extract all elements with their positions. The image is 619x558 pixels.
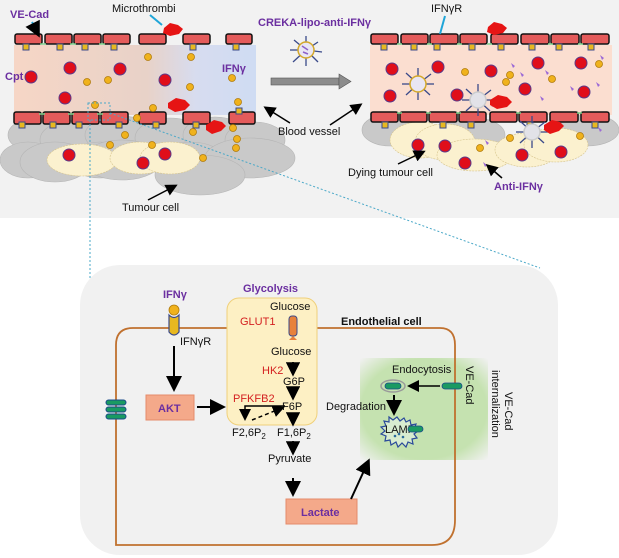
ve-cad-membrane-left (105, 399, 127, 420)
label-ve-cad-internalization-1: VE-Cad (502, 392, 514, 431)
vessel-before-treatment (0, 23, 296, 196)
label-g6p: G6P (283, 376, 305, 388)
ve-cad-membrane-right (441, 382, 463, 390)
endosome (380, 379, 406, 393)
lamp-lysosome (379, 415, 420, 449)
cpt-particles-left (24, 61, 172, 170)
label-degradation: Degradation (326, 401, 386, 413)
endothelial-cell-membrane (115, 327, 456, 546)
ifngr-receptor (168, 313, 180, 336)
zoom-callout-lines (87, 102, 541, 290)
liposome-icon (290, 36, 323, 66)
label-hk2: HK2 (262, 365, 283, 377)
ve-cad-junctions-left (39, 43, 105, 115)
glut1-transporter (288, 315, 298, 337)
label-f26p2: F2,6P2 (232, 427, 266, 441)
label-blood-vessel: Blood vessel (278, 126, 340, 138)
label-ifngr-top: IFNγR (431, 3, 462, 15)
label-dying-tumour-cell: Dying tumour cell (348, 167, 433, 179)
label-ifng-top: IFNγ (222, 63, 247, 75)
ifng-molecules-left (83, 53, 242, 162)
label-glut1: GLUT1 (240, 316, 275, 328)
lactate-box (285, 498, 358, 525)
liposomes-right (402, 68, 548, 148)
microthrombi-left (163, 23, 226, 134)
label-lactate: Lactate (301, 507, 340, 519)
bottom-panel: Glycolysis Glucose GLUT1 Glucose HK2 G6P… (80, 265, 558, 555)
ifng-ligand (168, 304, 180, 316)
label-creka-lipo: CREKA-lipo-anti-IFNγ (258, 17, 372, 29)
vessel-after-treatment (361, 22, 619, 172)
label-endothelial-cell: Endothelial cell (341, 316, 422, 328)
label-lamp: LAMP (385, 424, 415, 436)
label-anti-ifng: Anti-IFNγ (494, 181, 544, 193)
label-f6p: F6P (282, 401, 302, 413)
label-ve-cad-vertical: VE-Cad (463, 366, 475, 405)
label-pyruvate: Pyruvate (268, 453, 311, 465)
akt-box (145, 394, 195, 421)
label-glycolysis: Glycolysis (243, 283, 298, 295)
label-pfkfb2: PFKFB2 (233, 393, 275, 405)
label-akt: AKT (158, 403, 181, 415)
label-ve-cad-internalization-2: internalization (489, 370, 501, 438)
label-endocytosis: Endocytosis (392, 364, 452, 376)
label-microthrombi: Microthrombi (112, 3, 176, 15)
label-glucose-outside: Glucose (270, 301, 310, 313)
label-tumour-cell: Tumour cell (122, 202, 179, 214)
label-glucose-inside: Glucose (271, 346, 311, 358)
transition-arrow (270, 73, 352, 90)
label-ve-cad: VE-Cad (10, 9, 49, 21)
ifngr-receptors-left (18, 43, 243, 129)
label-ifngr-bottom: IFNγR (180, 336, 211, 348)
label-ifng-bottom: IFNγ (163, 289, 188, 301)
endothelial-wall-top-left (14, 33, 253, 45)
label-f16p2: F1,6P2 (277, 427, 311, 441)
label-cpt: Cpt (5, 71, 24, 83)
